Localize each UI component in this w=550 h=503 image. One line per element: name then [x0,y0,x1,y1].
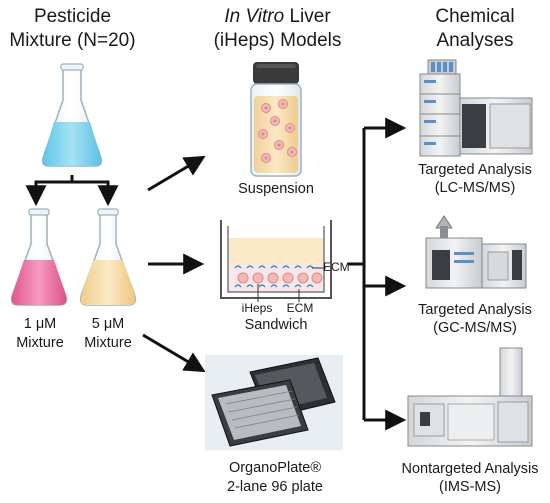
middle-header-rest: Liver [284,6,331,27]
pink-flask-icon [10,208,68,306]
ecm-top-label: ECM [323,260,350,274]
lc-analysis-line2: (LC-MS/MS) [434,180,516,196]
ims-analysis-line1: Nontargeted Analysis [401,461,539,477]
yellow-flask-icon [79,208,137,306]
suspension-vial-icon [250,62,302,177]
organoplate-label-line2: 2-lane 96 plate [227,479,323,495]
right-header-line2: Analyses [436,30,514,51]
gc-analysis-line2: (GC-MS/MS) [433,320,517,336]
analysis-arrows [348,117,407,431]
middle-header-line1: In Vitro Liver [185,6,370,28]
middle-header-line2: (iHeps) Models [213,30,342,51]
left-mixture-concentration: 1 μM [23,316,57,332]
suspension-label: Suspension [238,181,314,197]
iheps-label: iHeps [241,301,273,315]
right-header-line1: Chemical [435,6,515,27]
model-arrows [142,155,206,373]
gc-ms-instrument-icon [425,215,527,289]
split-arrows [25,175,119,207]
ecm-bottom-label: ECM [286,301,314,315]
ims-analysis-line2: (IMS-MS) [438,479,501,495]
right-mixture-label: Mixture [84,335,132,351]
gc-analysis-line1: Targeted Analysis [418,302,532,318]
ims-ms-instrument-icon [407,347,533,447]
left-header-line2: Mixture (N=20) [9,30,136,51]
left-header-line1: Pesticide [33,6,112,27]
lc-ms-instrument-icon [419,59,533,157]
blue-flask-icon [41,63,103,167]
right-mixture-concentration: 5 μM [91,316,125,332]
middle-header-italic: In Vitro [224,6,285,27]
left-mixture-label: Mixture [16,335,64,351]
organoplate-label-line1: OrganoPlate® [228,460,322,476]
sandwich-label: Sandwich [244,317,308,333]
sandwich-well-icon [220,220,332,302]
organoplate-icon [205,355,343,450]
lc-analysis-line1: Targeted Analysis [418,162,532,178]
